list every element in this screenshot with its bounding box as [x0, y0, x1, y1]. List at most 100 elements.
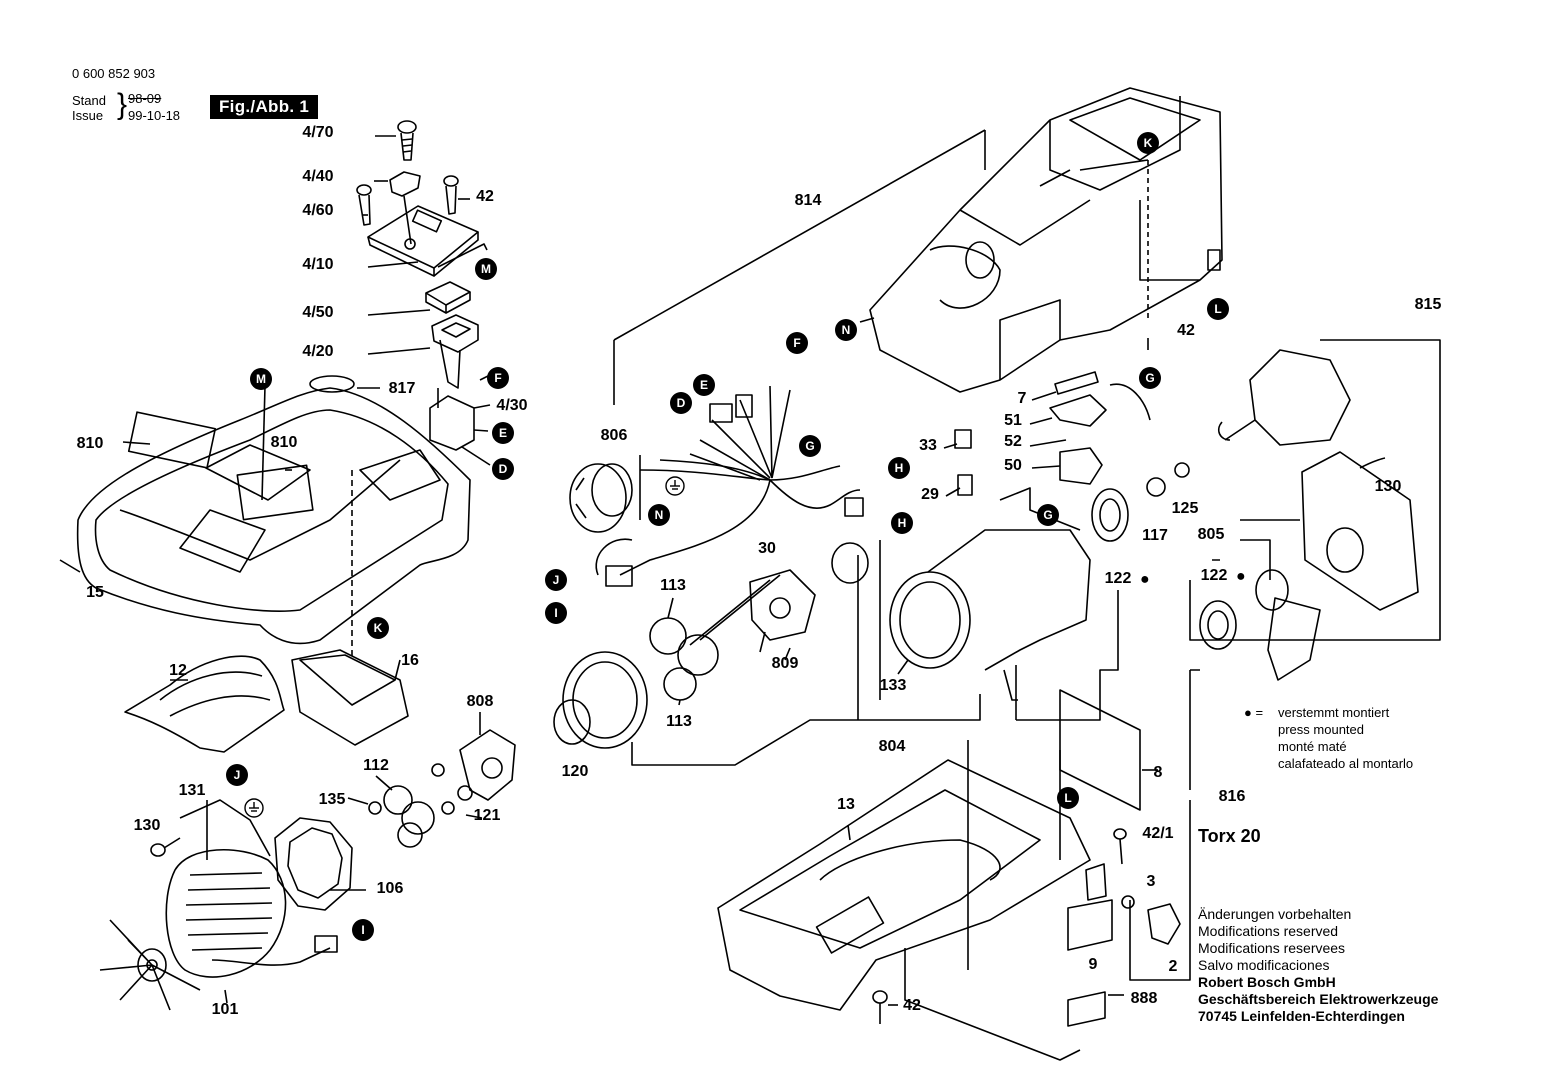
part-number-label: 7	[1018, 390, 1027, 407]
callout-letter: I	[361, 923, 364, 937]
callout-marker: E	[492, 422, 514, 444]
callout-marker: N	[835, 319, 857, 341]
part-number-label: 810	[271, 434, 298, 451]
drawing-number: 0 600 852 903	[72, 66, 156, 81]
part-number-label: 15	[86, 584, 104, 601]
part-number-label: 2	[1169, 958, 1178, 975]
callout-marker: G	[799, 435, 821, 457]
part-number-label: 16	[401, 652, 419, 669]
footer-note: Modifications reserved	[1198, 923, 1339, 939]
callout-circle	[250, 368, 272, 390]
part-number-label: 815	[1415, 296, 1442, 313]
callout-letter: L	[1064, 791, 1071, 805]
callout-circle	[352, 919, 374, 941]
part-number-label: 13	[837, 796, 855, 813]
part-number-label: 112	[363, 757, 389, 774]
part-number-label: 121	[474, 807, 501, 824]
footer: Änderungen vorbehalten Modifications res…	[1198, 906, 1438, 1025]
callout-marker: N	[648, 504, 670, 526]
part-number-label: 33	[919, 437, 937, 454]
part-number-label: 805	[1198, 526, 1225, 543]
part-number-label: 117	[1142, 527, 1168, 544]
part-number-label: 817	[389, 380, 416, 397]
callout-marker: J	[226, 764, 248, 786]
cable-harness	[569, 129, 986, 587]
torx-label: Torx 20	[1198, 826, 1261, 846]
footer-note: Modifications reservees	[1198, 940, 1346, 956]
callout-circle	[226, 764, 248, 786]
callout-marker: I	[545, 602, 567, 624]
footer-note: Salvo modificaciones	[1198, 957, 1330, 973]
part-number-label: 4/20	[302, 343, 333, 360]
callout-letter: M	[256, 372, 266, 386]
callout-letter: N	[655, 508, 664, 522]
callout-letter: D	[499, 462, 508, 476]
callout-marker: F	[487, 367, 509, 389]
brace-icon: }	[117, 88, 128, 121]
part-number-label: 130	[134, 817, 161, 834]
callout-circle	[545, 602, 567, 624]
part-number-label: 808	[467, 693, 494, 710]
callout-letter: N	[842, 323, 851, 337]
part-number-label: 122	[1105, 570, 1132, 587]
legend-line: monté maté	[1278, 739, 1347, 754]
part-number-label: 42	[1177, 322, 1195, 339]
callout-circle	[492, 422, 514, 444]
company-name: Robert Bosch GmbH	[1198, 974, 1336, 990]
callout-circle	[670, 392, 692, 414]
legend-symbol: ● =	[1244, 705, 1264, 720]
callout-letter: E	[700, 378, 708, 392]
gear-group	[347, 712, 516, 848]
part-number-label: 120	[562, 763, 589, 780]
part-number-label: 131	[179, 782, 206, 799]
callout-marker: H	[891, 512, 913, 534]
stand-value: 98-09	[128, 91, 162, 106]
callout-marker: D	[492, 458, 514, 480]
gear-housing	[889, 462, 1190, 721]
ground-icon	[244, 798, 264, 818]
callout-circle	[835, 319, 857, 341]
figure-badge: Fig./Abb. 1	[210, 95, 319, 119]
legend-line: verstemmt montiert	[1278, 705, 1390, 720]
callout-circle	[1207, 298, 1229, 320]
part-number-label: 4/70	[302, 124, 333, 141]
callout-marker: K	[367, 617, 389, 639]
callout-letter: F	[494, 371, 501, 385]
callout-letter: M	[481, 262, 491, 276]
part-number-label: 106	[377, 880, 404, 897]
part-number-label: 101	[212, 1001, 239, 1018]
part-number-label: 12	[169, 662, 187, 679]
part-number-label: 806	[601, 427, 628, 444]
part-number-label: 125	[1172, 500, 1199, 517]
callout-circle	[648, 504, 670, 526]
part-number-label: 30	[758, 540, 776, 557]
part-number-label: 52	[1004, 433, 1022, 450]
company-division: Geschäftsbereich Elektrowerkzeuge	[1198, 991, 1439, 1007]
guide-parts	[124, 649, 409, 753]
callout-marker: H	[888, 457, 910, 479]
press-mount-mark: ●	[1236, 568, 1246, 585]
stand-label: Stand	[72, 93, 106, 108]
part-number-label: 42	[903, 997, 921, 1014]
part-number-label: 113	[660, 577, 686, 594]
callout-letter: I	[554, 606, 557, 620]
callout-circle	[1057, 787, 1079, 809]
callout-circle	[693, 374, 715, 396]
legend-line: calafateado al montarlo	[1278, 756, 1414, 771]
motor-815	[1189, 339, 1441, 681]
housing-lid-15	[59, 375, 471, 660]
press-mount-legend: ● = verstemmt montiert press mounted mon…	[1244, 704, 1413, 772]
callout-circle	[786, 332, 808, 354]
callout-circle	[1037, 504, 1059, 526]
callout-letter: L	[1214, 302, 1221, 316]
callout-circle	[799, 435, 821, 457]
callout-letter: J	[553, 573, 560, 587]
callout-marker: D	[670, 392, 692, 414]
callout-circle	[888, 457, 910, 479]
callout-marker: L	[1207, 298, 1229, 320]
part-number-label: 133	[880, 677, 907, 694]
callout-letter: F	[793, 336, 800, 350]
callout-marker: E	[693, 374, 715, 396]
